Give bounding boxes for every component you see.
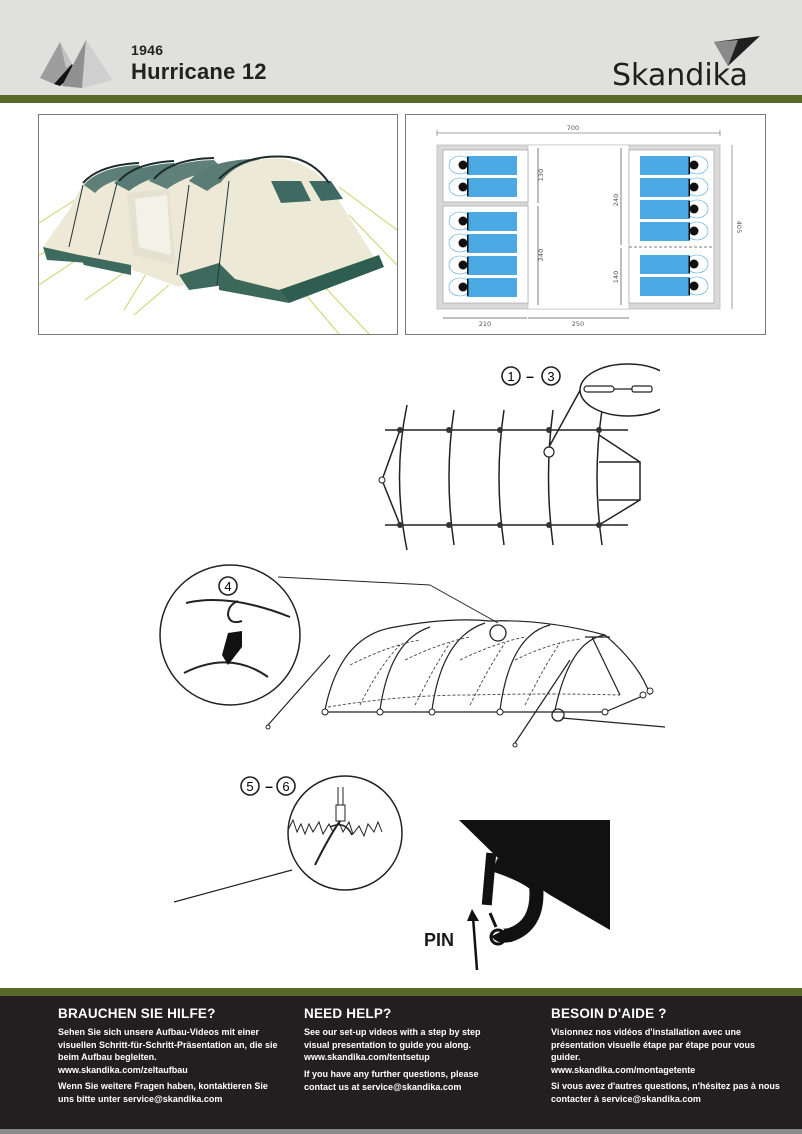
pin-ring-diagram [459,820,610,971]
peg-diagram: 5 – 6 [173,775,403,903]
help-link-en[interactable]: www.skandika.com/tentsetup [304,1052,430,1062]
footer-bottom-edge [0,1129,802,1134]
pole-connector-zoom [579,363,660,417]
floor-plan-diagram: 700 [436,124,743,328]
brand-flag-icon [714,36,760,66]
tent-frame-diagram: 4 [159,564,666,748]
brand-logo: Skandika [612,36,760,93]
model-name: Hurricane 12 [131,59,267,84]
step-5-6-label: 5 – 6 [240,776,296,796]
step-4-label: 4 [218,576,238,596]
svg-text:6: 6 [282,779,289,794]
pole-connector-highlight [543,446,555,458]
dim-left-bottom: 240 [537,249,545,261]
help-title-en: NEED HELP? [304,1006,392,1021]
help-contact-de: Wenn Sie weitere Fragen haben, kontaktie… [58,1081,268,1104]
svg-text:4: 4 [224,579,231,594]
floor-plan: 700 [405,114,766,335]
product-photo [38,114,398,335]
svg-text:–: – [526,368,534,384]
header-accent-bar [0,95,802,103]
help-column-de: BRAUCHEN SIE HILFE? Sehen Sie sich unser… [58,1006,278,1106]
svg-text:–: – [265,778,273,794]
dim-total-width: 700 [567,124,579,132]
help-text-de: Sehen Sie sich unsere Aufbau-Videos mit … [58,1027,278,1062]
tent-photo-icon [39,115,397,334]
dim-right-bottom: 140 [612,271,620,283]
help-contact-en: If you have any further questions, pleas… [304,1068,479,1092]
help-link-fr[interactable]: www.skandika.com/montagetente [551,1064,696,1075]
pole-layout-diagram: 1 – 3 [378,363,660,551]
help-text-en: See our set-up videos with a step by ste… [304,1027,481,1050]
dim-right-top: 240 [612,194,620,206]
help-column-en: NEED HELP? See our set-up videos with a … [304,1006,504,1094]
step-1-3-label: 1 – 3 [501,366,561,386]
brand-name: Skandika [612,58,748,93]
model-year: 1946 [131,42,164,58]
dim-left-width: 210 [479,320,491,328]
sleeping-bags-left [448,155,517,297]
help-title-fr: BESOIN D'AIDE ? [551,1006,667,1021]
dim-left-top: 130 [537,169,545,181]
help-column-fr: BESOIN D'AIDE ? Visionnez nos vidéos d'i… [551,1006,781,1106]
sleeping-bags-right [640,155,709,296]
dim-total-depth: 405 [735,221,743,233]
footer-accent-bar [0,988,802,996]
help-contact-fr: Si vous avez d'autres questions, n'hésit… [551,1081,780,1104]
help-link-de[interactable]: www.skandika.com/zeltaufbau [58,1064,188,1075]
help-footer: BRAUCHEN SIE HILFE? Sehen Sie sich unser… [0,996,802,1129]
svg-text:5: 5 [246,779,253,794]
header: 1946 Hurricane 12 Skandika [0,0,802,95]
help-title-de: BRAUCHEN SIE HILFE? [58,1006,216,1021]
pin-label: PIN [424,930,455,950]
svg-text:3: 3 [547,369,554,384]
dim-center-width: 250 [572,320,584,328]
svg-text:1: 1 [507,369,514,384]
help-text-fr: Visionnez nos vidéos d'installation avec… [551,1027,756,1062]
mountain-logo-icon [40,40,112,88]
